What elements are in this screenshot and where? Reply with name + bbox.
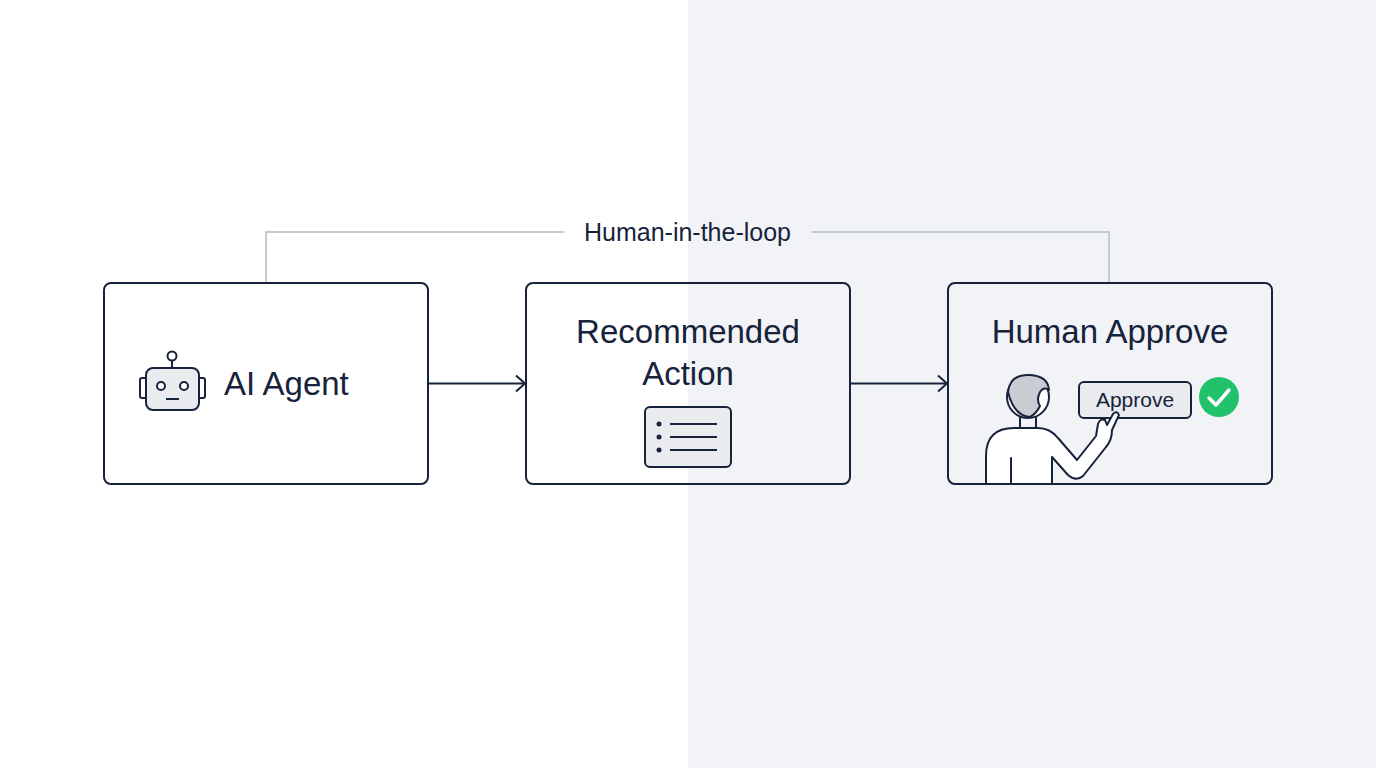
- text-group: AI Agent: [224, 284, 349, 483]
- background-left: [0, 0, 688, 768]
- action-box: Recommended Action: [525, 282, 851, 485]
- text-group: Human Approve: [949, 311, 1271, 353]
- edge-label: Human-in-the-loop: [564, 216, 811, 249]
- node-title: Recommended Action: [563, 311, 813, 395]
- approve-button: Approve: [1078, 381, 1192, 419]
- robot-icon: [140, 352, 205, 411]
- list-icon: [645, 407, 731, 467]
- person-illustration: [986, 375, 1119, 483]
- node-title: AI Agent: [224, 365, 349, 403]
- text-group: Recommended Action: [563, 311, 813, 395]
- loop-bracket: [266, 232, 1109, 282]
- node-title: Approve: [1096, 388, 1174, 412]
- approval-box: Human ApproveApprove: [947, 282, 1273, 485]
- agent-box: AI Agent: [103, 282, 429, 485]
- text-group: Approve: [1080, 383, 1190, 417]
- flow-arrow: [851, 383, 947, 385]
- node-title: Human Approve: [949, 311, 1271, 353]
- check-badge: [1199, 377, 1239, 417]
- background-right: [688, 0, 1376, 768]
- flow-arrow: [429, 383, 525, 385]
